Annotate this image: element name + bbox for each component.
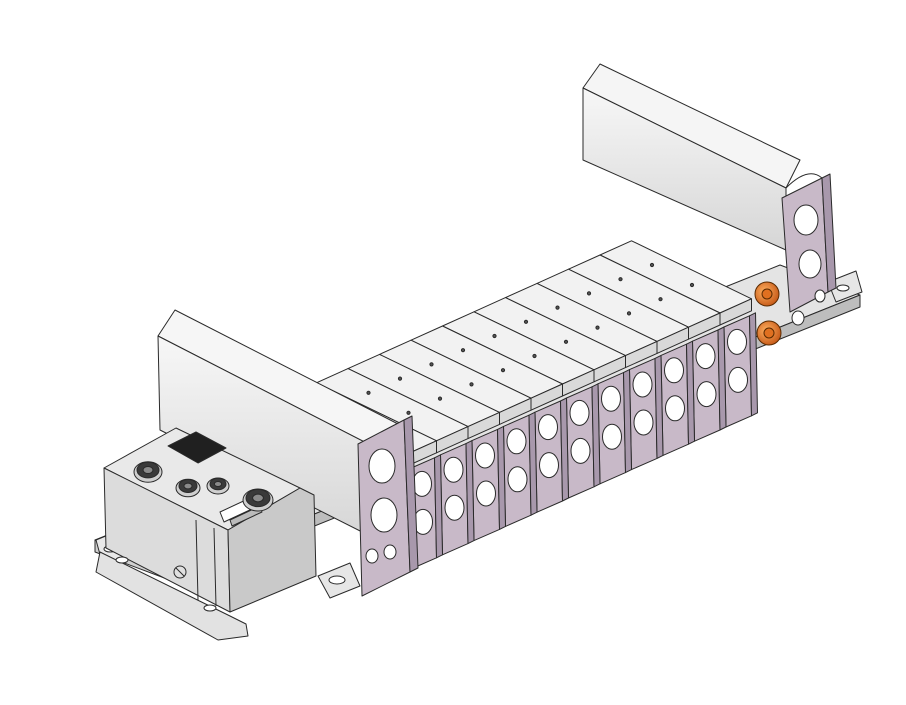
subplate-side [591, 383, 601, 488]
valve-screw [500, 368, 506, 373]
valve-station [536, 268, 695, 456]
valve-screw [563, 339, 569, 344]
m12-connector [133, 461, 163, 483]
mounting-tab-left [317, 562, 361, 599]
m12-connector [206, 477, 230, 495]
valve-screw [626, 311, 632, 316]
subplate-side [497, 425, 506, 530]
port-lower [476, 480, 496, 507]
display-window [167, 431, 227, 464]
right-end-cover [582, 63, 837, 326]
valve-screw [429, 362, 434, 367]
ground-screw [173, 565, 187, 579]
m12-connector [175, 478, 201, 498]
valve-screw [437, 396, 443, 401]
valve-screw [658, 297, 663, 302]
valve-station [379, 339, 538, 527]
exhaust-fitting [754, 281, 780, 307]
exhaust-fitting [756, 320, 782, 346]
valve-station [599, 240, 758, 428]
unit-base-foot [95, 551, 249, 641]
valve-screw [366, 390, 371, 395]
subplate-side [434, 454, 443, 559]
valve-screw [586, 291, 592, 296]
left-end-port-lower [370, 497, 398, 533]
port-upper [727, 328, 747, 355]
port-lower [539, 452, 559, 479]
port-upper [664, 357, 684, 384]
mounting-tab-right [827, 270, 863, 303]
valve-screw [492, 333, 497, 339]
connectors [133, 461, 274, 512]
port-upper [601, 385, 621, 412]
valve-station [473, 297, 632, 485]
port-lower [444, 494, 465, 521]
valve-screw [689, 282, 695, 288]
valve-station [316, 368, 475, 556]
valve-screw [469, 382, 474, 387]
right-end-port-lower [798, 249, 822, 279]
valve-station [442, 311, 601, 499]
subplate-side [465, 440, 475, 545]
valve-station [568, 254, 727, 442]
right-end-port-upper [793, 204, 819, 236]
valve-screw [618, 277, 623, 282]
subplate-side [560, 397, 569, 502]
port-lower [696, 381, 717, 408]
port-upper [569, 399, 590, 426]
valve-screw [523, 319, 529, 324]
port-lower [507, 466, 528, 493]
port-lower [633, 409, 654, 436]
subplate-side [623, 369, 632, 474]
port-lower [602, 423, 622, 450]
subplate-side [528, 411, 538, 516]
left-end-cover [157, 309, 419, 597]
valve-screw [649, 262, 655, 268]
left-end-port-upper [368, 448, 396, 484]
port-upper [695, 343, 716, 370]
valve-screw [460, 348, 466, 353]
port-upper [632, 371, 653, 398]
valve-stations [284, 240, 758, 570]
port-upper [443, 456, 464, 483]
exhaust-fittings [754, 281, 782, 346]
m12-connector [242, 488, 274, 512]
subplate-side [654, 354, 664, 459]
port-lower [728, 366, 748, 393]
valve-screw [532, 353, 537, 359]
valve-station [347, 353, 506, 542]
subplate-side [686, 340, 695, 445]
valve-screw [595, 325, 600, 330]
port-upper [475, 442, 495, 469]
port-lower [570, 437, 591, 464]
valve-station [505, 282, 664, 471]
valve-screw [406, 410, 411, 415]
port-upper [538, 414, 558, 441]
unit-right-face [227, 487, 317, 613]
port-upper [506, 428, 527, 455]
valve-screw [555, 305, 560, 310]
subplate-side [717, 326, 727, 431]
valve-screw [397, 376, 403, 381]
valve-station [410, 325, 569, 513]
port-lower [665, 395, 685, 422]
subplate-side [749, 312, 758, 417]
